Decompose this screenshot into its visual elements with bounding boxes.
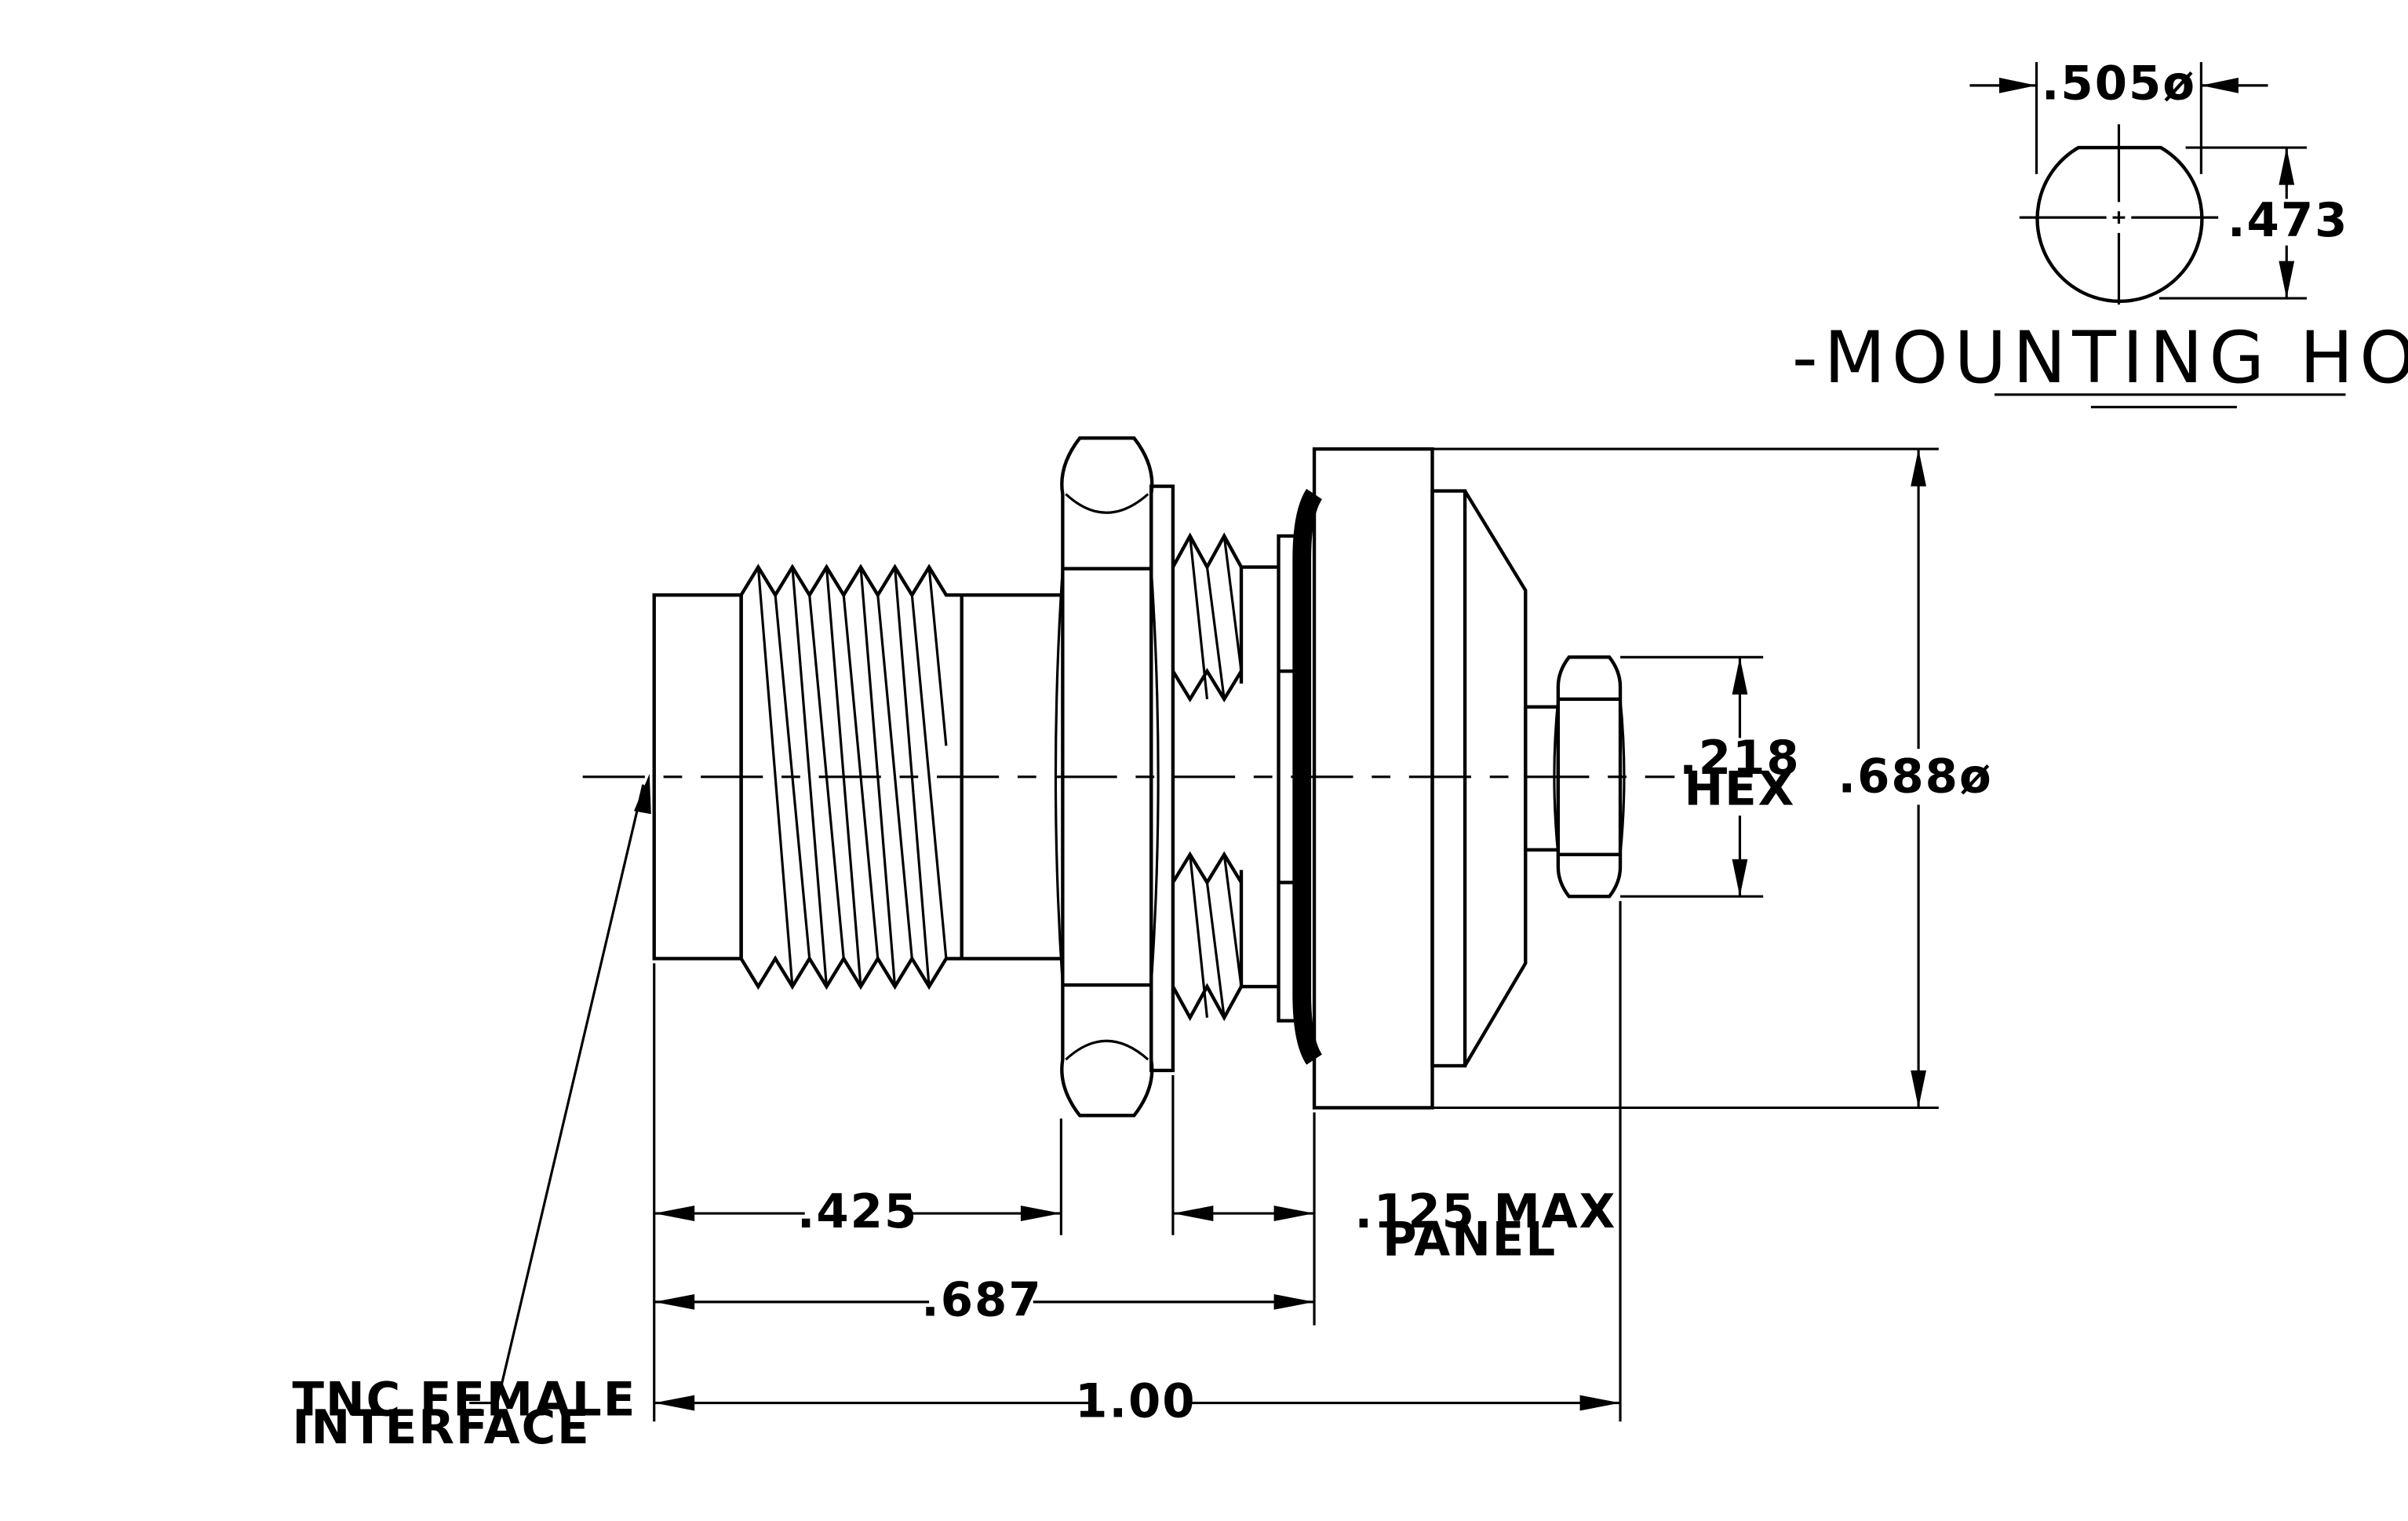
mounting-hole-width-label: .505ø — [2042, 57, 2196, 111]
dimensions: .218 HEX .688ø .425 .125 MAX PANEL . — [292, 447, 1993, 1455]
mounting-hole-title: -MOUNTING HOLE- — [1792, 316, 2408, 399]
lock-washer — [1149, 484, 1175, 1073]
interface-sublabel: INTERFACE — [292, 1401, 590, 1455]
hex-size-unit: HEX — [1684, 762, 1795, 816]
dim-425-label: .425 — [797, 1185, 918, 1239]
rear-cone — [1430, 489, 1528, 1068]
dim-687-label: .687 — [921, 1274, 1042, 1328]
panel-label: PANEL — [1383, 1213, 1557, 1267]
panel-thickness-label: .125 MAX — [1355, 1185, 1617, 1239]
connector-body — [582, 436, 1675, 1118]
mounting-hole-flat-label: .473 — [2228, 194, 2348, 248]
hex-size-label: .218 — [1679, 731, 1800, 786]
interface-label: TNC FEMALE — [292, 1373, 636, 1427]
flange — [1312, 447, 1434, 1110]
mounting-hole-outline — [2035, 145, 2204, 303]
panel-thread-upper — [1171, 532, 1279, 702]
flange-diameter-label: .688ø — [1838, 750, 1993, 804]
mounting-hole-view: .505ø .473 -MOUNTING HOLE- — [1792, 57, 2408, 409]
panel-thread-lower — [1171, 851, 1279, 1022]
dim-100-label: 1.00 — [1075, 1374, 1196, 1428]
